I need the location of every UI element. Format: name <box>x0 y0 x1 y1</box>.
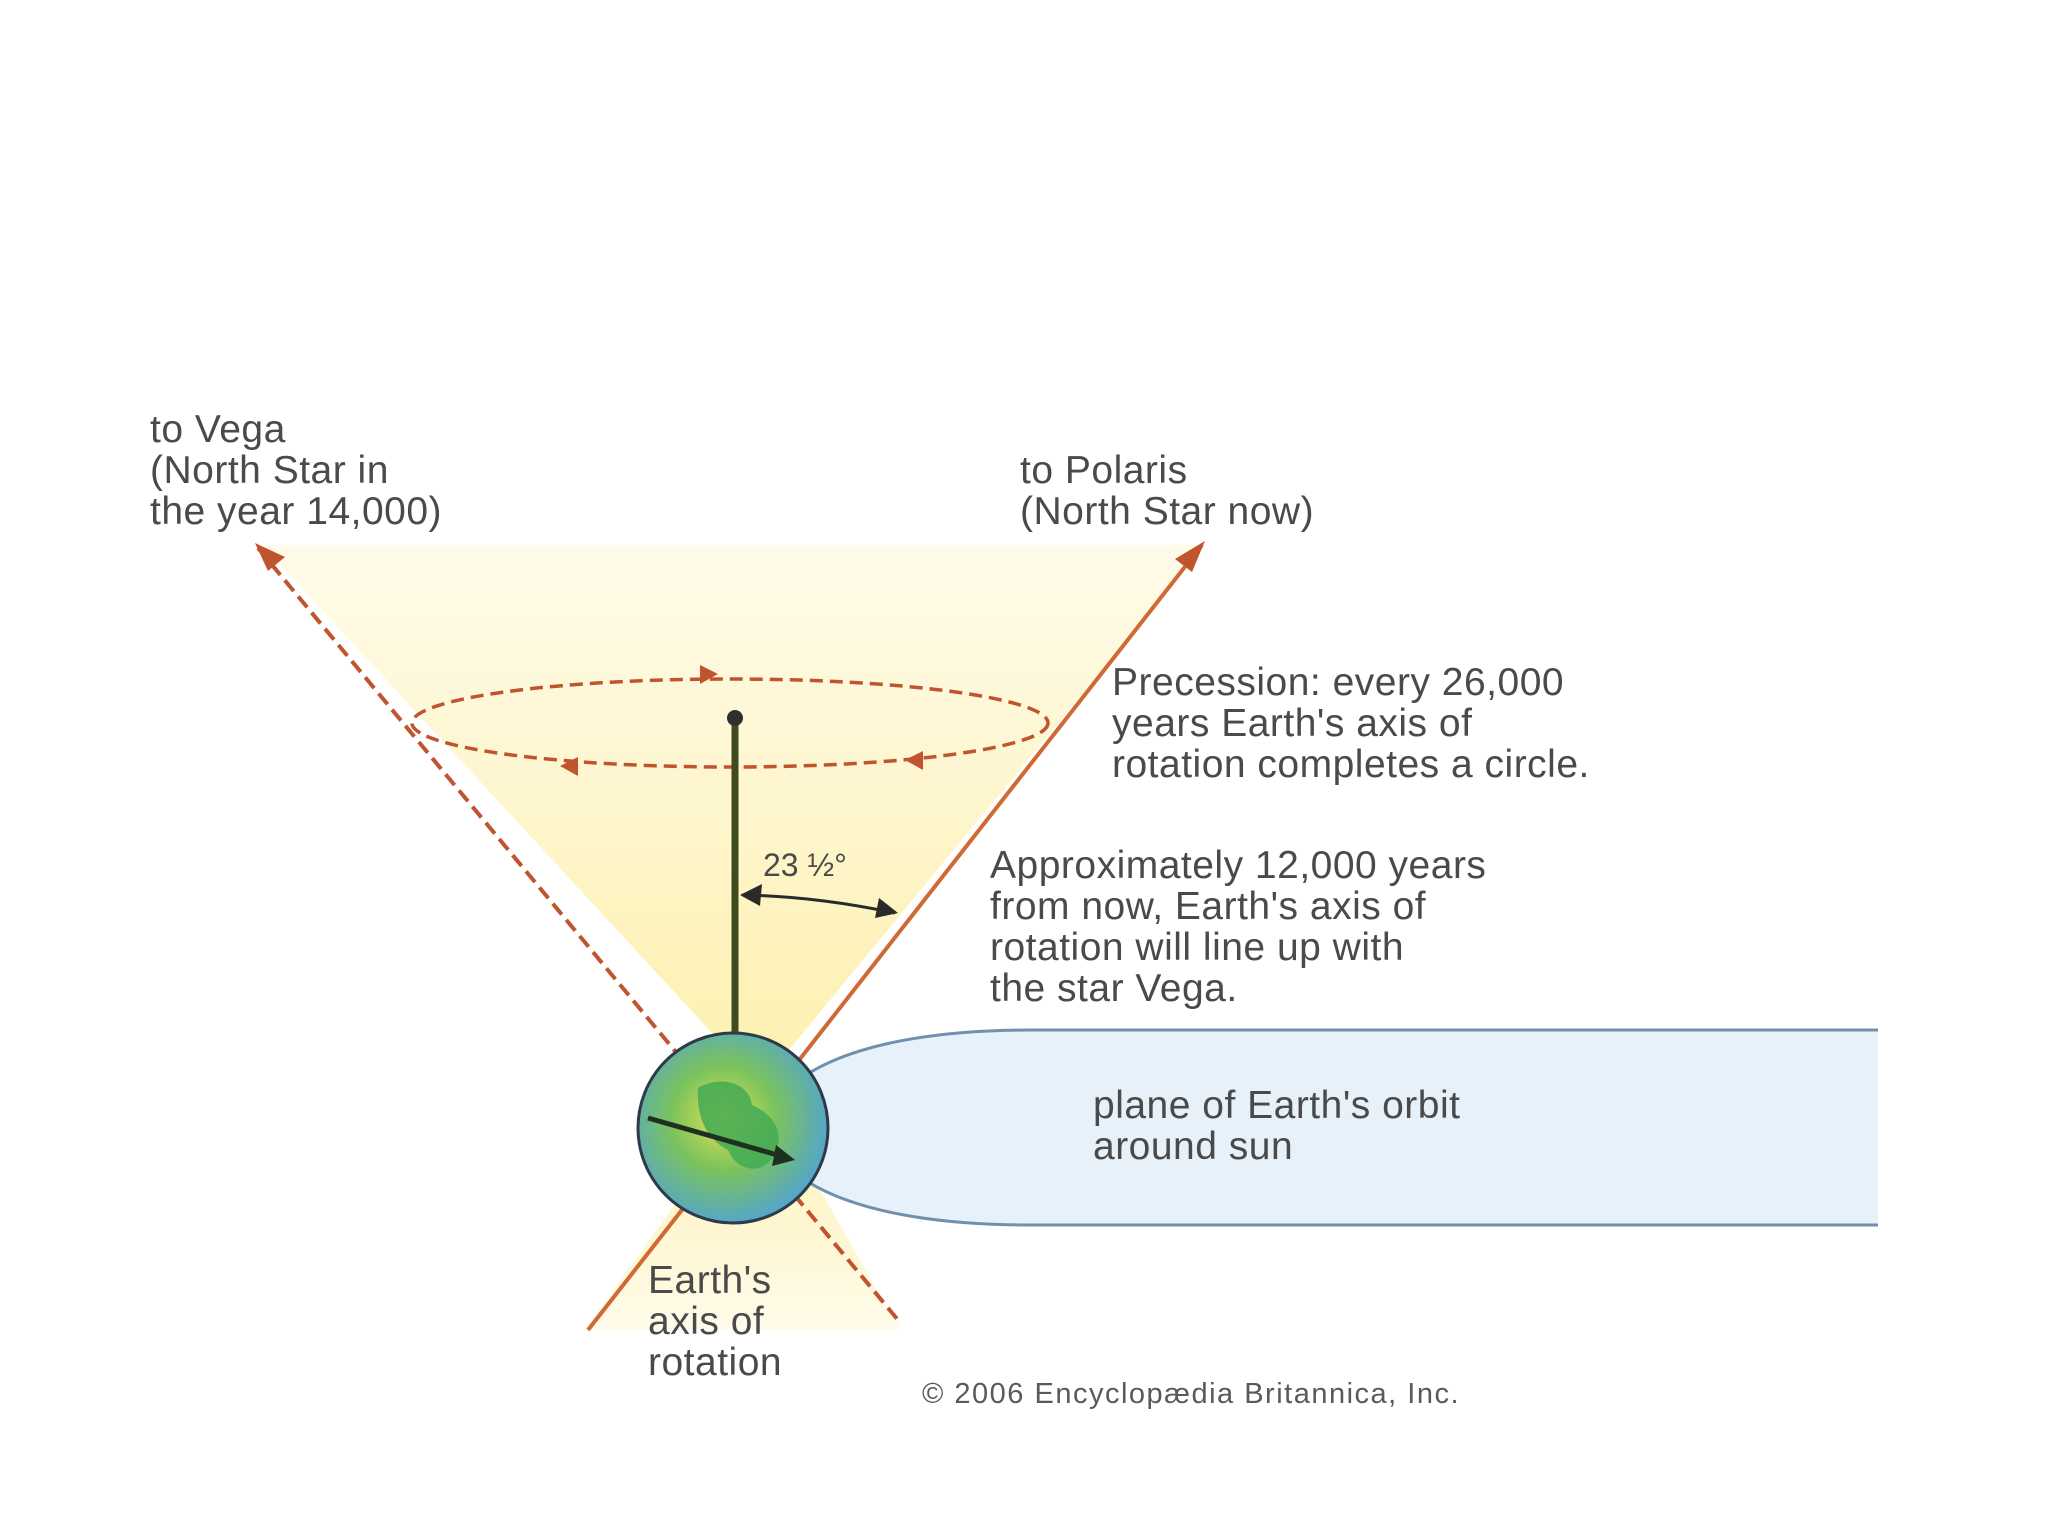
vega-label: to Vega (North Star in the year 14,000) <box>150 409 442 532</box>
polaris-label-line-2: (North Star now) <box>1020 490 1315 533</box>
orbit-plane-label-line-1: plane of Earth's orbit <box>1093 1084 1461 1127</box>
precession-label-line-1: Precession: every 26,000 <box>1112 661 1565 704</box>
vega-label-line-1: to Vega <box>150 408 286 451</box>
approx-label-line-2: from now, Earth's axis of <box>990 885 1427 928</box>
vega-label-line-3: the year 14,000) <box>150 490 443 533</box>
precession-arrow-bottom-right <box>905 751 923 770</box>
precession-arrow-top <box>700 665 718 684</box>
vega-arrowhead <box>255 543 285 571</box>
approx-label-line-4: the star Vega. <box>990 967 1238 1010</box>
axis-label-line-2: axis of <box>648 1300 765 1343</box>
precession-label: Precession: every 26,000 years Earth's a… <box>1112 662 1590 785</box>
axis-label-line-3: rotation <box>648 1341 783 1384</box>
precession-label-line-3: rotation completes a circle. <box>1112 743 1590 786</box>
precession-circle <box>410 677 1050 769</box>
earth-land <box>697 1081 779 1169</box>
earth-equator <box>647 1115 789 1161</box>
approx-label-line-1: Approximately 12,000 years <box>990 844 1487 887</box>
angle-arrow-right-head <box>875 898 898 918</box>
perpendicular-top-dot <box>727 710 743 726</box>
angle-arrow-left-head <box>740 884 762 906</box>
angle-label: 23 ½° <box>763 847 847 883</box>
approx-label: Approximately 12,000 years from now, Ear… <box>990 845 1486 1009</box>
axis-label-line-1: Earth's <box>648 1259 772 1302</box>
precession-label-line-2: years Earth's axis of <box>1112 702 1473 745</box>
precession-arrow-bottom-left <box>560 757 578 776</box>
orbit-plane-label: plane of Earth's orbit around sun <box>1093 1085 1460 1167</box>
vega-label-line-2: (North Star in <box>150 449 389 492</box>
copyright-notice: © 2006 Encyclopædia Britannica, Inc. <box>922 1378 1461 1410</box>
earth-equator-arrowhead <box>772 1145 795 1166</box>
polaris-arrowhead <box>1175 541 1205 572</box>
axis-label: Earth's axis of rotation <box>648 1260 782 1383</box>
polaris-label: to Polaris (North Star now) <box>1020 450 1314 532</box>
approx-label-line-3: rotation will line up with <box>990 926 1405 969</box>
orbit-plane-label-line-2: around sun <box>1093 1125 1294 1168</box>
polaris-label-line-1: to Polaris <box>1020 449 1188 492</box>
